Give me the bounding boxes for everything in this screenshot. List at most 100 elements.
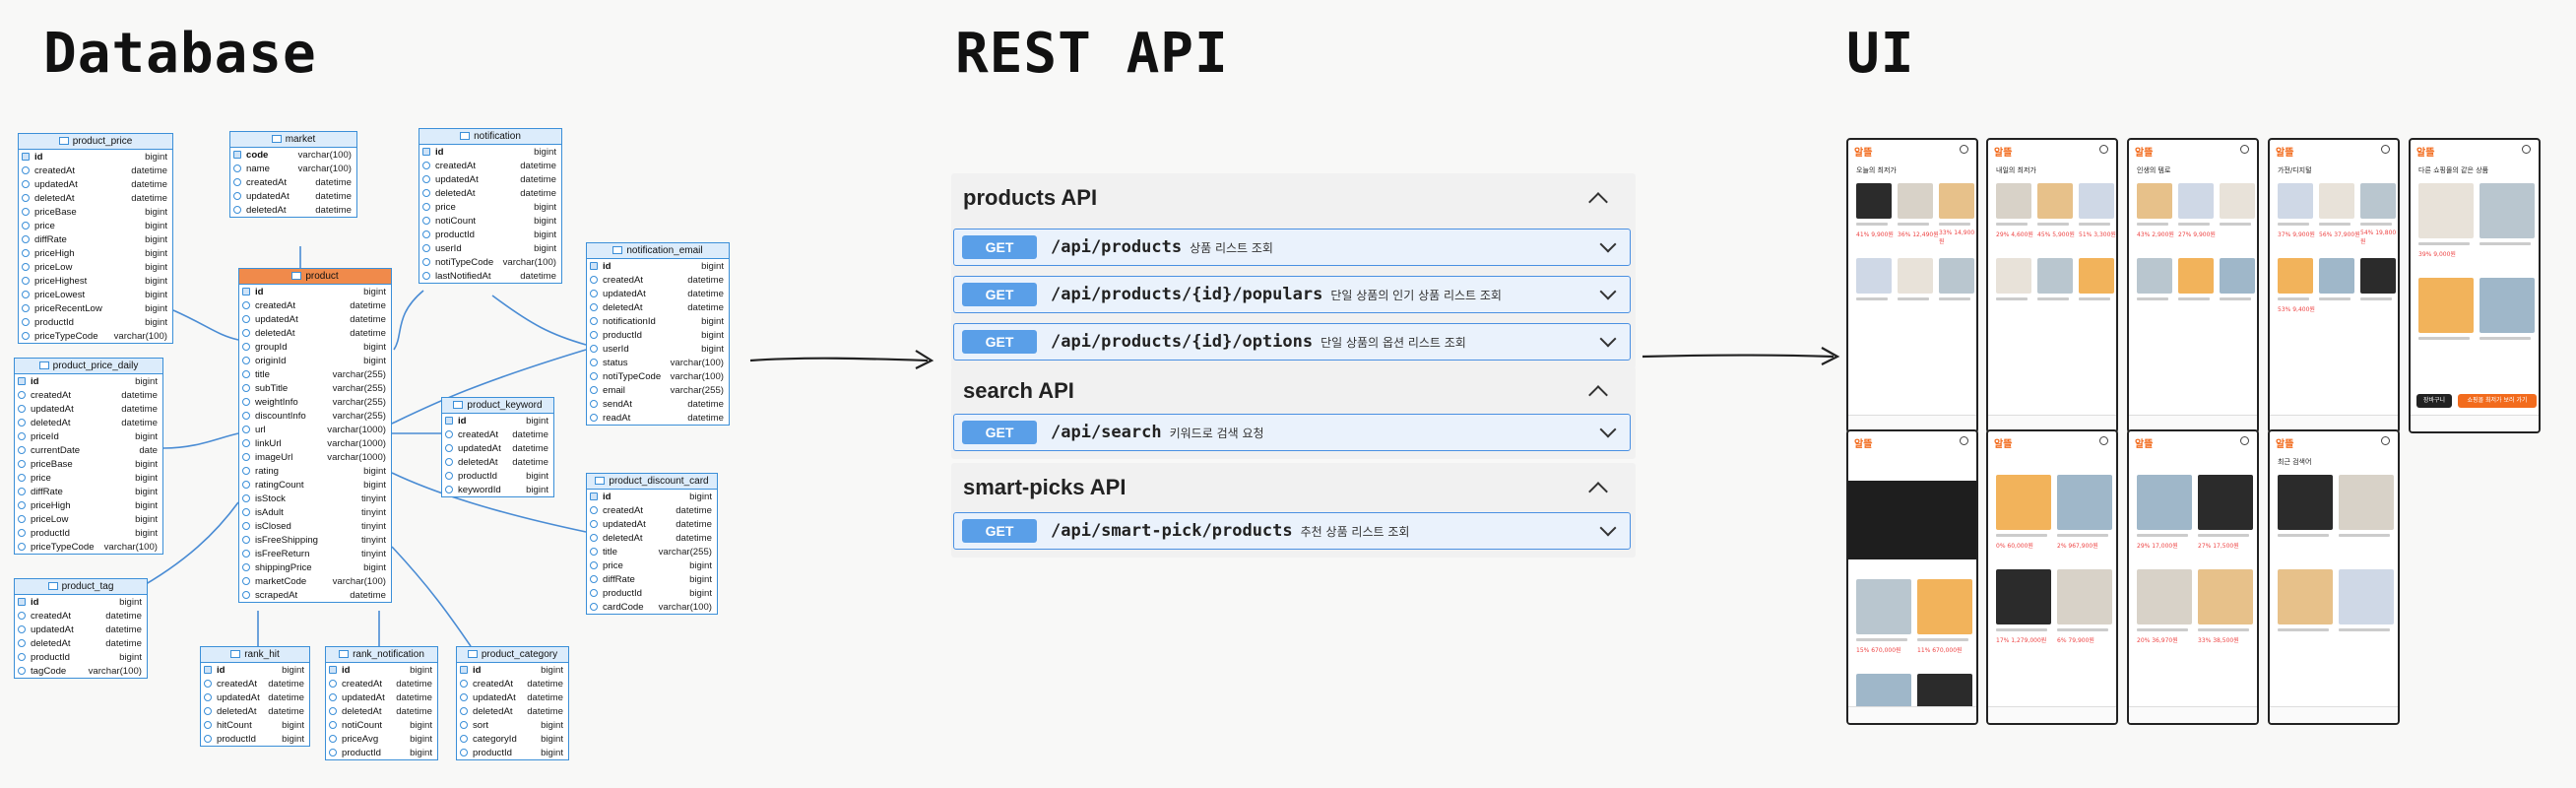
product-thumbnail[interactable] <box>2137 475 2192 530</box>
get-method-badge: GET <box>962 421 1037 444</box>
cart-button[interactable]: 장바구니 <box>2416 394 2452 408</box>
column-type: datetime <box>105 610 142 622</box>
product-thumbnail[interactable] <box>2360 258 2396 294</box>
chevron-down-icon[interactable] <box>1599 283 1617 300</box>
search-icon[interactable] <box>2240 145 2249 154</box>
product-thumbnail[interactable] <box>1898 183 1933 219</box>
product-thumbnail[interactable] <box>1939 258 1974 294</box>
bottom-nav[interactable] <box>1848 706 1976 723</box>
column-type: datetime <box>131 164 167 176</box>
column-type: varchar(255) <box>658 546 712 558</box>
product-thumbnail[interactable] <box>2037 258 2073 294</box>
product-thumbnail[interactable] <box>2339 569 2394 624</box>
product-thumbnail[interactable] <box>2479 183 2535 238</box>
app-logo[interactable]: 알뜰 <box>2135 148 2154 159</box>
product-thumbnail[interactable] <box>1996 475 2051 530</box>
bottom-nav[interactable] <box>2411 415 2539 431</box>
product-thumbnail[interactable] <box>2137 569 2192 624</box>
product-thumbnail[interactable] <box>2198 569 2253 624</box>
product-thumbnail[interactable] <box>2418 183 2474 238</box>
chevron-down-icon[interactable] <box>1599 235 1617 253</box>
search-icon[interactable] <box>2099 145 2108 154</box>
product-thumbnail[interactable] <box>2278 183 2313 219</box>
product-thumbnail[interactable] <box>2079 258 2114 294</box>
table-name: rank_notification <box>353 649 424 660</box>
bottom-nav[interactable] <box>2270 706 2398 723</box>
api-group-title[interactable]: smart-picks API <box>963 475 1127 499</box>
product-thumbnail[interactable] <box>2319 183 2354 219</box>
chevron-down-icon[interactable] <box>1599 421 1617 438</box>
product-thumbnail[interactable] <box>1939 183 1974 219</box>
column-type: bigint <box>135 375 158 387</box>
search-icon[interactable] <box>2240 436 2249 445</box>
app-logo[interactable]: 알뜰 <box>2416 148 2435 159</box>
app-logo[interactable]: 알뜰 <box>1854 439 1873 450</box>
table-icon <box>58 137 69 146</box>
product-thumbnail[interactable] <box>2220 183 2255 219</box>
search-icon[interactable] <box>2522 145 2531 154</box>
product-thumbnail[interactable] <box>2278 258 2313 294</box>
product-thumbnail[interactable] <box>2418 278 2474 333</box>
product-thumbnail[interactable] <box>2057 475 2112 530</box>
column-type: tinyint <box>360 506 386 518</box>
search-icon[interactable] <box>2099 436 2108 445</box>
product-thumbnail[interactable] <box>1898 258 1933 294</box>
app-logo[interactable]: 알뜰 <box>1994 439 2013 450</box>
product-thumbnail[interactable] <box>2037 183 2073 219</box>
app-logo[interactable]: 알뜰 <box>2276 439 2294 450</box>
product-thumbnail[interactable] <box>2278 475 2333 530</box>
bottom-nav[interactable] <box>2129 706 2257 723</box>
search-icon[interactable] <box>2381 145 2390 154</box>
product-thumbnail[interactable] <box>2178 258 2214 294</box>
chevron-down-icon[interactable] <box>1599 330 1617 348</box>
product-thumbnail[interactable] <box>1996 258 2031 294</box>
column-type: datetime <box>131 178 167 190</box>
product-price: 29% 17,000원 <box>2137 543 2178 550</box>
product-thumbnail[interactable] <box>1996 569 2051 624</box>
bottom-nav[interactable] <box>2270 415 2398 431</box>
search-icon[interactable] <box>1960 436 1968 445</box>
bottom-nav[interactable] <box>1988 415 2116 431</box>
product-thumbnail[interactable] <box>1856 579 1911 634</box>
product-thumbnail[interactable] <box>2137 258 2172 294</box>
chevron-down-icon[interactable] <box>1599 519 1617 537</box>
product-thumbnail[interactable] <box>2319 258 2354 294</box>
column-icon <box>445 486 453 493</box>
app-logo[interactable]: 알뜰 <box>1994 148 2013 159</box>
app-logo[interactable]: 알뜰 <box>1854 148 1873 159</box>
product-thumbnail[interactable] <box>1917 579 1972 634</box>
api-group-title[interactable]: products API <box>963 185 1098 210</box>
product-thumbnail[interactable] <box>1856 183 1892 219</box>
api-group-title[interactable]: search API <box>963 378 1074 403</box>
bottom-nav[interactable] <box>1988 706 2116 723</box>
product-thumbnail[interactable] <box>2079 183 2114 219</box>
table-icon <box>47 582 58 591</box>
search-icon[interactable] <box>2381 436 2390 445</box>
product-thumbnail[interactable] <box>2057 569 2112 624</box>
product-thumbnail[interactable] <box>2479 278 2535 333</box>
product-thumbnail[interactable] <box>1856 258 1892 294</box>
product-thumbnail[interactable] <box>2178 183 2214 219</box>
bottom-nav[interactable] <box>1848 415 1976 431</box>
product-thumbnail[interactable] <box>2137 183 2172 219</box>
product-thumbnail[interactable] <box>2339 475 2394 530</box>
product-thumbnail[interactable] <box>2278 569 2333 624</box>
bottom-nav[interactable] <box>2129 415 2257 431</box>
search-icon[interactable] <box>1960 145 1968 154</box>
database-title: Database <box>43 22 317 86</box>
product-thumbnail[interactable] <box>1996 183 2031 219</box>
app-logo[interactable]: 알뜰 <box>2276 148 2294 159</box>
product-thumbnail[interactable] <box>2220 258 2255 294</box>
app-logo[interactable]: 알뜰 <box>2135 439 2154 450</box>
product-thumbnail[interactable] <box>2360 183 2396 219</box>
compare-price-button[interactable]: 쇼핑몰 최저가 보러 가기 <box>2458 394 2537 408</box>
product-price: 29% 4,600원 <box>1996 231 2033 238</box>
product-thumbnail[interactable] <box>2198 475 2253 530</box>
